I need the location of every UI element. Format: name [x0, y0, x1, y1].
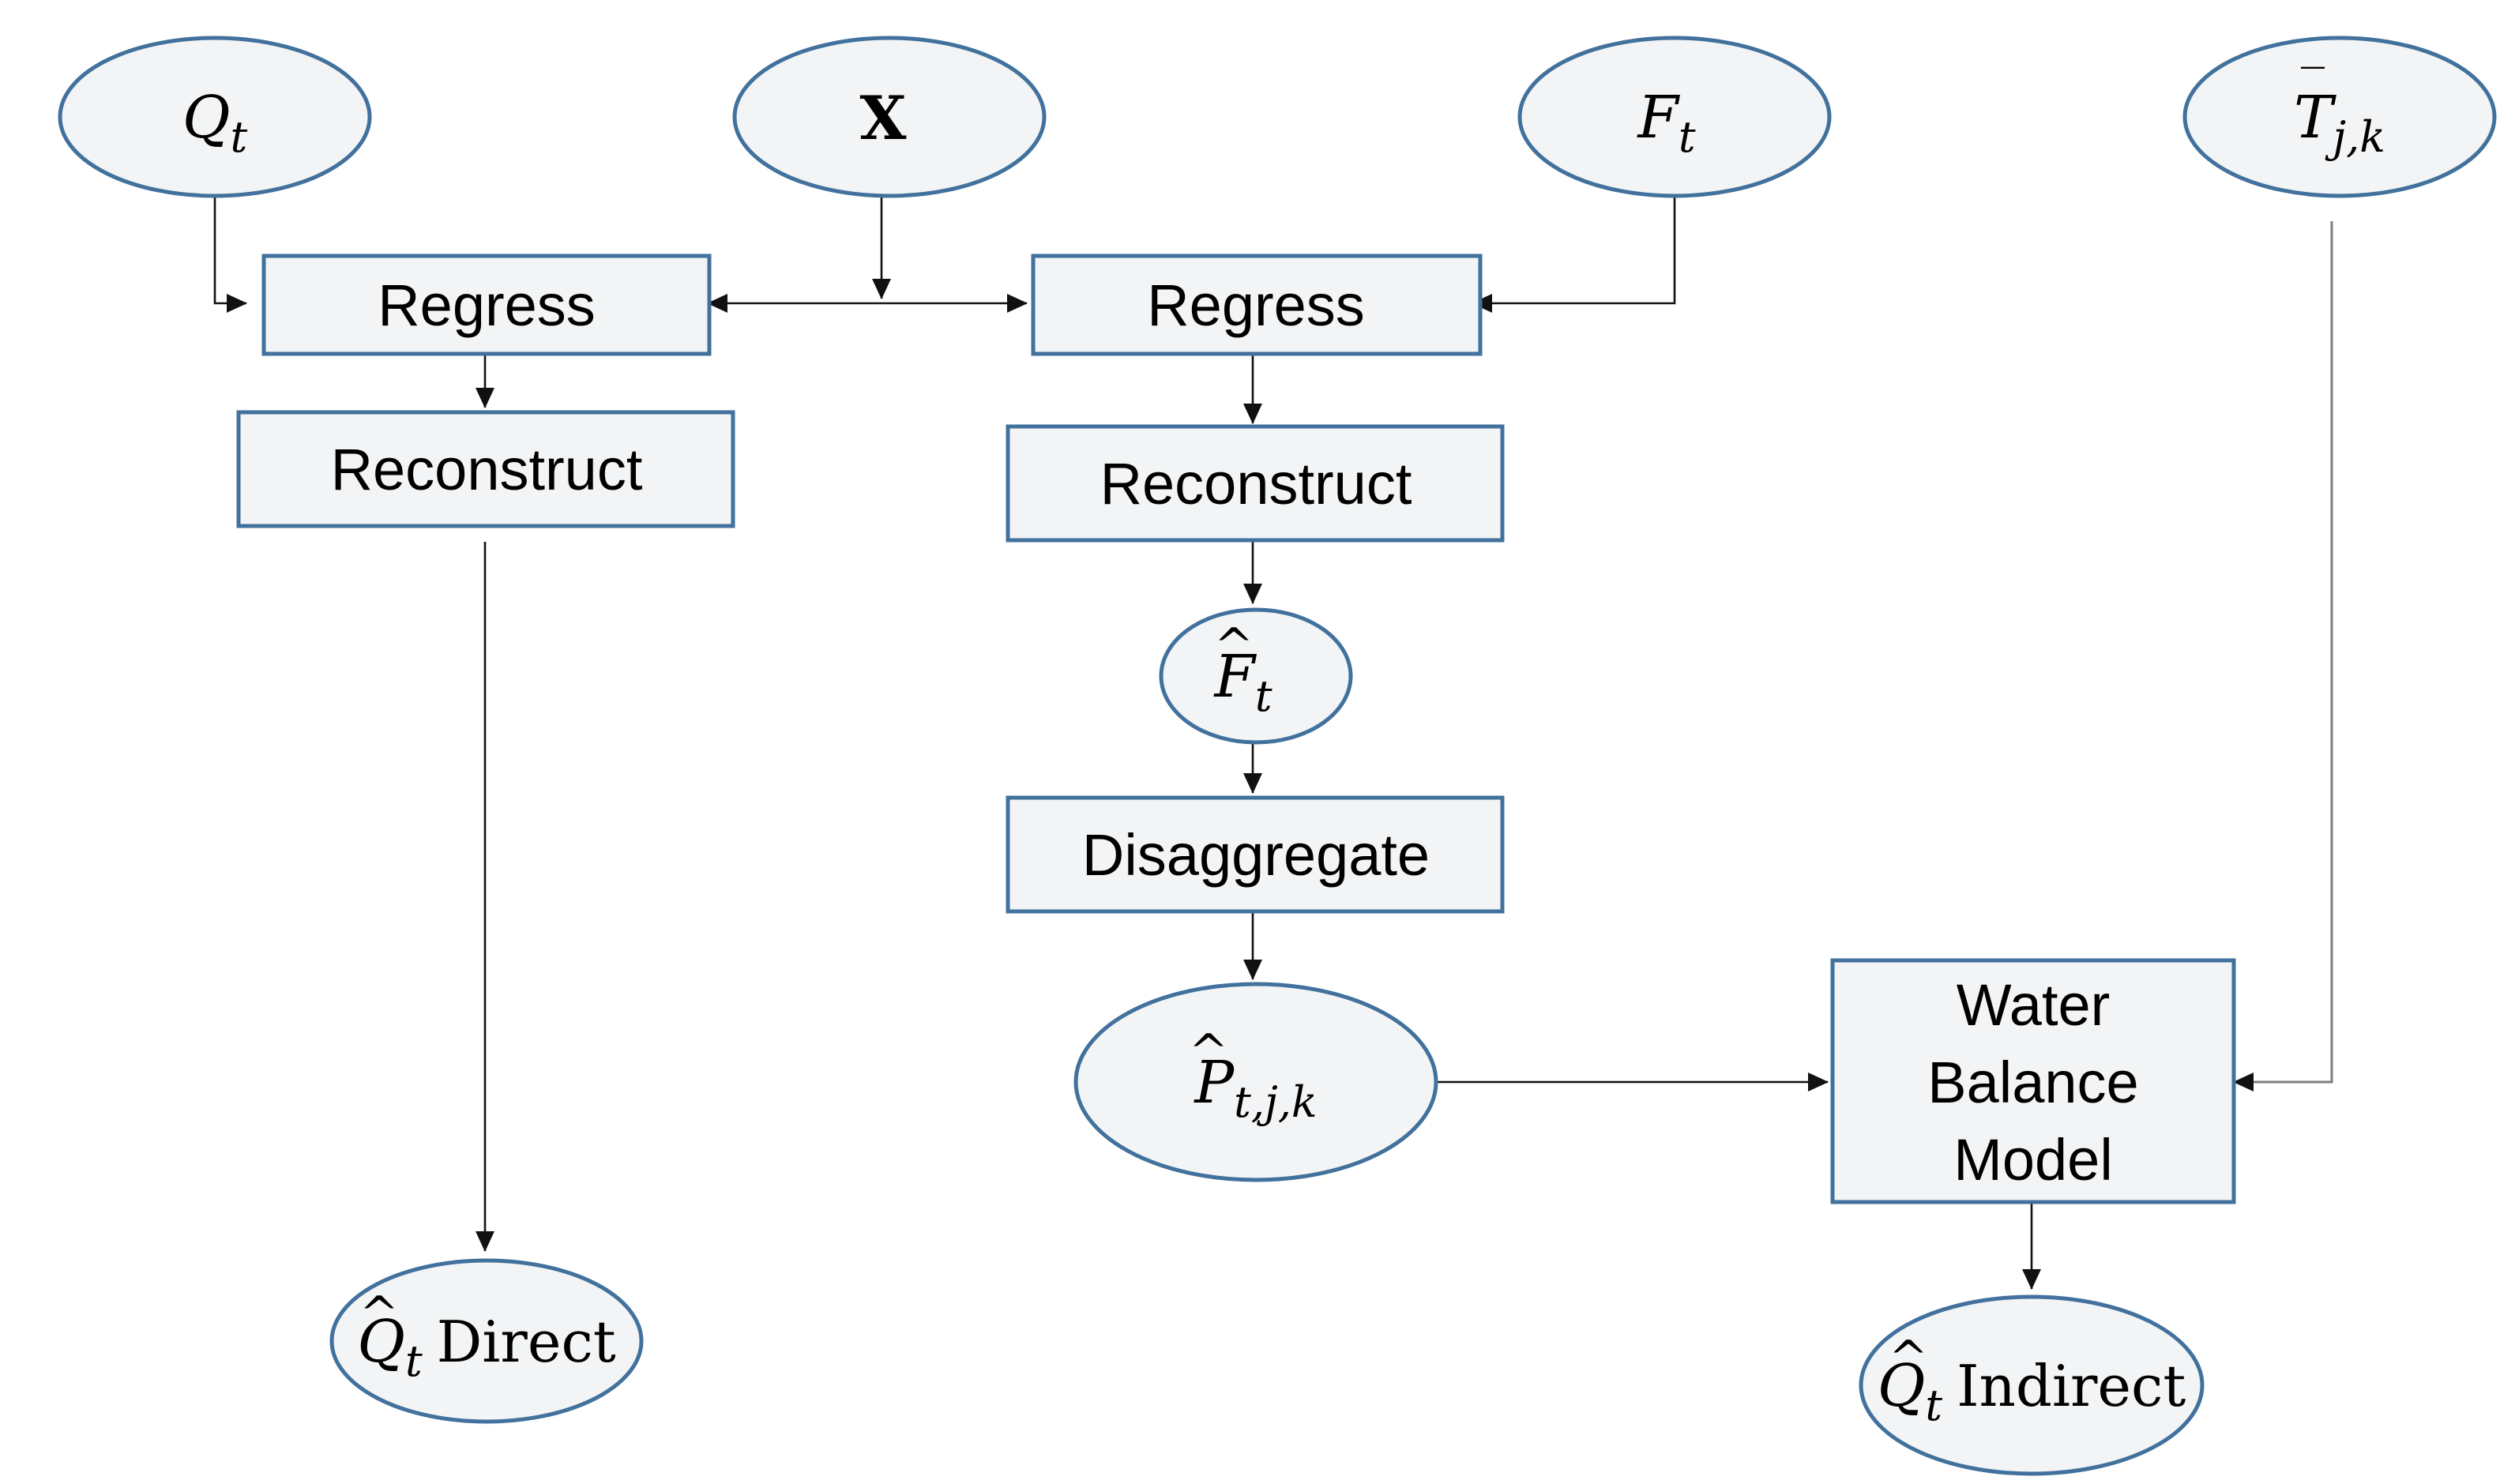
ft-hat-accent: ^ — [1214, 618, 1254, 674]
water-balance-line1: Water — [1957, 972, 2111, 1038]
node-regress-right: Regress — [1031, 254, 1483, 356]
ft-input-label: Ft — [1636, 84, 1695, 162]
disaggregate-label: Disaggregate — [1082, 822, 1430, 888]
ft-hat-label: Ft — [1212, 643, 1272, 721]
qt-indirect-accent: ^ — [1889, 1331, 1928, 1386]
node-ft-hat: ^ Ft — [1159, 607, 1353, 745]
edges — [213, 194, 2333, 1290]
qt-input-label: Qt — [182, 84, 248, 162]
tjk-input-label: Tj,k — [2294, 84, 2385, 162]
water-balance-line3: Model — [1953, 1127, 2113, 1193]
node-ptjk-hat: ^ Pt,j,k — [1073, 982, 1438, 1182]
x-input-label: X — [860, 83, 907, 153]
node-ft-input: Ft — [1517, 36, 1832, 198]
reconstruct-left-label: Reconstruct — [331, 437, 643, 502]
node-x-input: X — [732, 36, 1047, 198]
node-reconstruct-right: Reconstruct — [1006, 424, 1505, 543]
node-reconstruct-left: Reconstruct — [236, 410, 735, 528]
water-balance-line2: Balance — [1927, 1050, 2138, 1115]
edge-ft-to-regress-right — [1472, 194, 1676, 313]
edge-qt-to-regress-left — [213, 194, 247, 313]
edge-tjk-to-water-balance — [2233, 221, 2333, 1091]
ptjk-hat-accent: ^ — [1189, 1024, 1228, 1080]
node-tjk-input: ‾ Tj,k — [2182, 36, 2497, 198]
regress-right-label: Regress — [1147, 272, 1365, 338]
node-qt-input: Qt — [58, 36, 372, 198]
node-water-balance-model: Water Balance Model — [1830, 958, 2236, 1204]
node-regress-left: Regress — [261, 254, 712, 356]
qt-direct-accent: ^ — [359, 1287, 399, 1342]
node-disaggregate: Disaggregate — [1006, 795, 1505, 914]
regress-left-label: Regress — [378, 272, 596, 338]
tjk-input-accent: ‾ — [2301, 59, 2325, 115]
ptjk-hat-label: Pt,j,k — [1193, 1049, 1317, 1127]
reconstruct-right-label: Reconstruct — [1100, 451, 1412, 517]
